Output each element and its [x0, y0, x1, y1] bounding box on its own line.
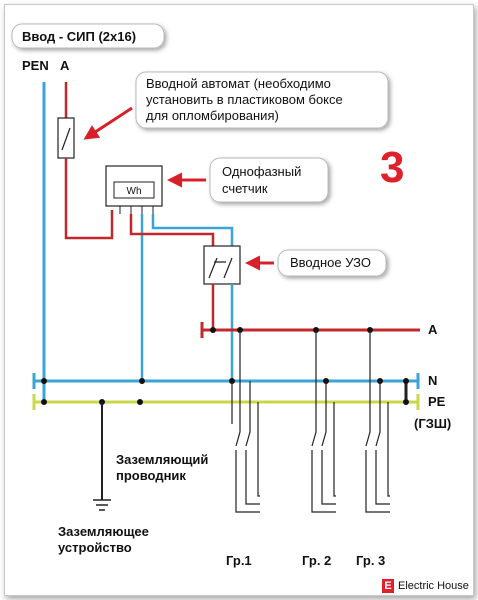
neutral-bus-ends — [32, 373, 420, 389]
step-number: 3 — [380, 143, 404, 192]
rcd — [203, 245, 241, 285]
breaker-callout-line-3: для опломбирования) — [146, 108, 279, 123]
energy-meter-display — [113, 181, 155, 199]
ground-device-label-line-1: Заземляющее — [58, 524, 149, 539]
phase-a-top-label: A — [60, 58, 70, 73]
ground-symbol — [93, 499, 111, 511]
group-3-label: Гр. 3 — [356, 553, 385, 568]
meter-neutral-out — [151, 214, 234, 246]
group-3-circuit — [365, 330, 390, 513]
ground-conductor-label-line-2: проводник — [116, 468, 186, 483]
meter-wh-text: Wh — [127, 186, 142, 197]
neutral-bus-label: N — [428, 373, 437, 388]
meter-callout-line-1: Однофазный — [222, 164, 301, 179]
phase-wire-to-meter — [64, 158, 114, 240]
gzsh-label: (ГЗШ) — [414, 416, 451, 431]
meter-terminals — [119, 206, 154, 214]
phase-bus-label: A — [428, 322, 438, 337]
rcd-contacts — [208, 257, 233, 279]
pe-bus-label: PE — [428, 394, 446, 409]
junction-dots — [41, 327, 409, 405]
ground-conductor-label-line-1: Заземляющий — [116, 452, 208, 467]
main-breaker-contact — [61, 127, 71, 151]
ground-device-label-line-2: устройство — [58, 540, 132, 555]
meter-callout — [209, 157, 329, 203]
breaker-callout — [135, 71, 389, 129]
group-1-circuit — [231, 330, 260, 513]
title-text: Ввод - СИП (2х16) — [22, 29, 136, 44]
group-1-label: Гр.1 — [226, 553, 252, 568]
brand-watermark: E Electric House — [382, 578, 469, 594]
breaker-callout-line-2: установить в пластиковом боксе — [146, 92, 343, 107]
group-2-circuit — [311, 330, 336, 513]
brand-logo-icon: E — [382, 579, 394, 593]
pen-label: PEN — [22, 58, 49, 73]
meter-callout-line-2: счетчик — [222, 181, 268, 196]
breaker-arrow — [83, 106, 133, 140]
brand-name: Electric House — [398, 580, 469, 592]
rcd-callout — [277, 249, 387, 277]
pe-bus-ends — [32, 394, 420, 410]
breaker-callout-line-1: Вводной автомат (необходимо — [146, 76, 331, 91]
group-2-label: Гр. 2 — [302, 553, 331, 568]
meter-phase-out — [129, 214, 215, 246]
title-callout — [11, 23, 165, 49]
rcd-callout-text: Вводное УЗО — [290, 255, 371, 270]
